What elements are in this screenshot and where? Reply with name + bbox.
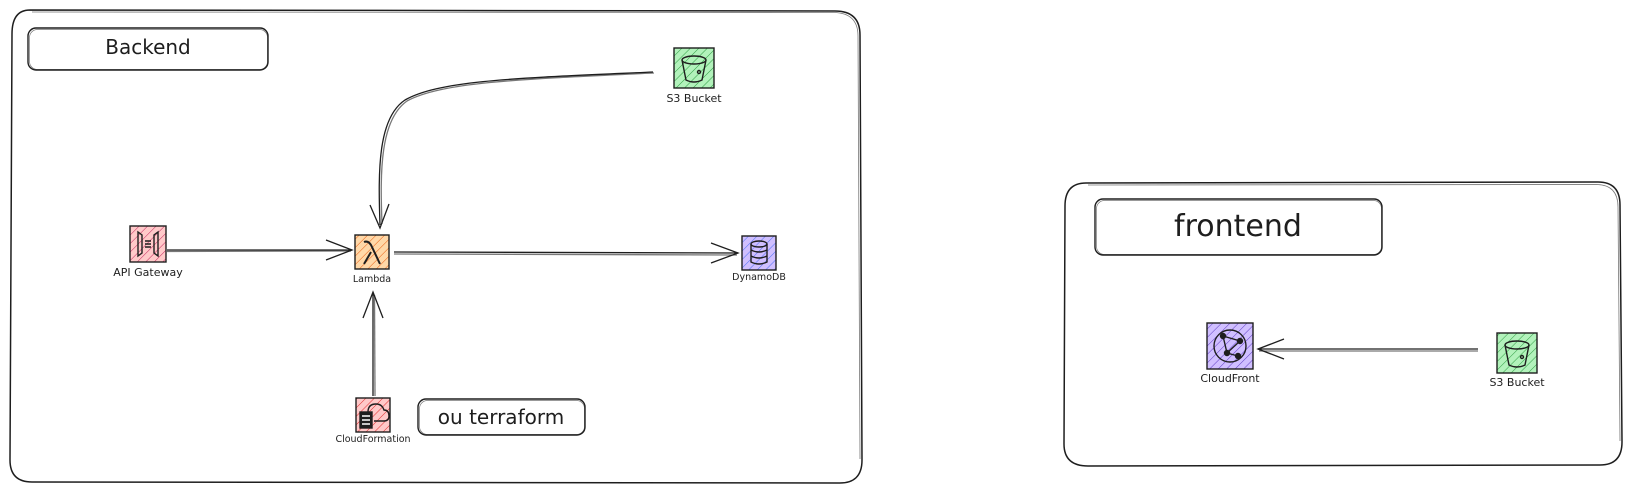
frontend-s3-bucket-label: S3 Bucket <box>1489 376 1545 389</box>
lambda-label: Lambda <box>353 274 391 285</box>
cloudfront-node[interactable]: CloudFront <box>1200 322 1260 385</box>
arrow-s3-to-lambda[interactable] <box>369 71 655 230</box>
dynamodb-node[interactable]: DynamoDB <box>732 235 786 283</box>
frontend-container[interactable] <box>1063 181 1623 467</box>
cloudformation-label: CloudFormation <box>335 434 410 445</box>
dynamodb-label: DynamoDB <box>732 272 786 283</box>
cloud-document-icon <box>359 403 390 429</box>
api-gateway-label: API Gateway <box>113 266 183 279</box>
s3-bucket-node[interactable]: S3 Bucket <box>666 47 722 105</box>
globe-network-icon <box>1213 329 1247 363</box>
frontend-title-box[interactable]: frontend <box>1094 198 1383 256</box>
terraform-note-box[interactable]: ou terraform <box>417 398 586 436</box>
cloudformation-node[interactable]: CloudFormation <box>335 397 411 445</box>
cloudfront-label: CloudFront <box>1200 372 1260 385</box>
bucket-icon <box>681 55 707 83</box>
frontend-title: frontend <box>1174 209 1302 244</box>
s3-bucket-label: S3 Bucket <box>666 92 722 105</box>
backend-group[interactable]: Backend <box>9 9 863 484</box>
database-icon <box>750 240 768 265</box>
arrow-s3-to-cloudfront[interactable] <box>1256 338 1478 360</box>
lambda-node[interactable]: Lambda <box>353 234 391 285</box>
arrow-lambda-to-dynamodb[interactable] <box>393 242 740 264</box>
api-gateway-node[interactable]: API Gateway <box>113 225 183 279</box>
bucket-icon <box>1504 340 1530 368</box>
backend-title-box[interactable]: Backend <box>27 27 269 71</box>
backend-container[interactable] <box>9 9 863 484</box>
backend-title: Backend <box>105 35 191 59</box>
frontend-s3-bucket-node[interactable]: S3 Bucket <box>1489 332 1545 389</box>
frontend-group[interactable]: frontend CloudFront <box>1063 181 1623 467</box>
api-gateway-icon <box>137 230 159 258</box>
lambda-icon <box>363 240 381 265</box>
terraform-note: ou terraform <box>438 405 564 429</box>
arrow-api-to-lambda[interactable] <box>166 239 354 261</box>
arrow-cloudformation-to-lambda[interactable] <box>362 290 384 397</box>
